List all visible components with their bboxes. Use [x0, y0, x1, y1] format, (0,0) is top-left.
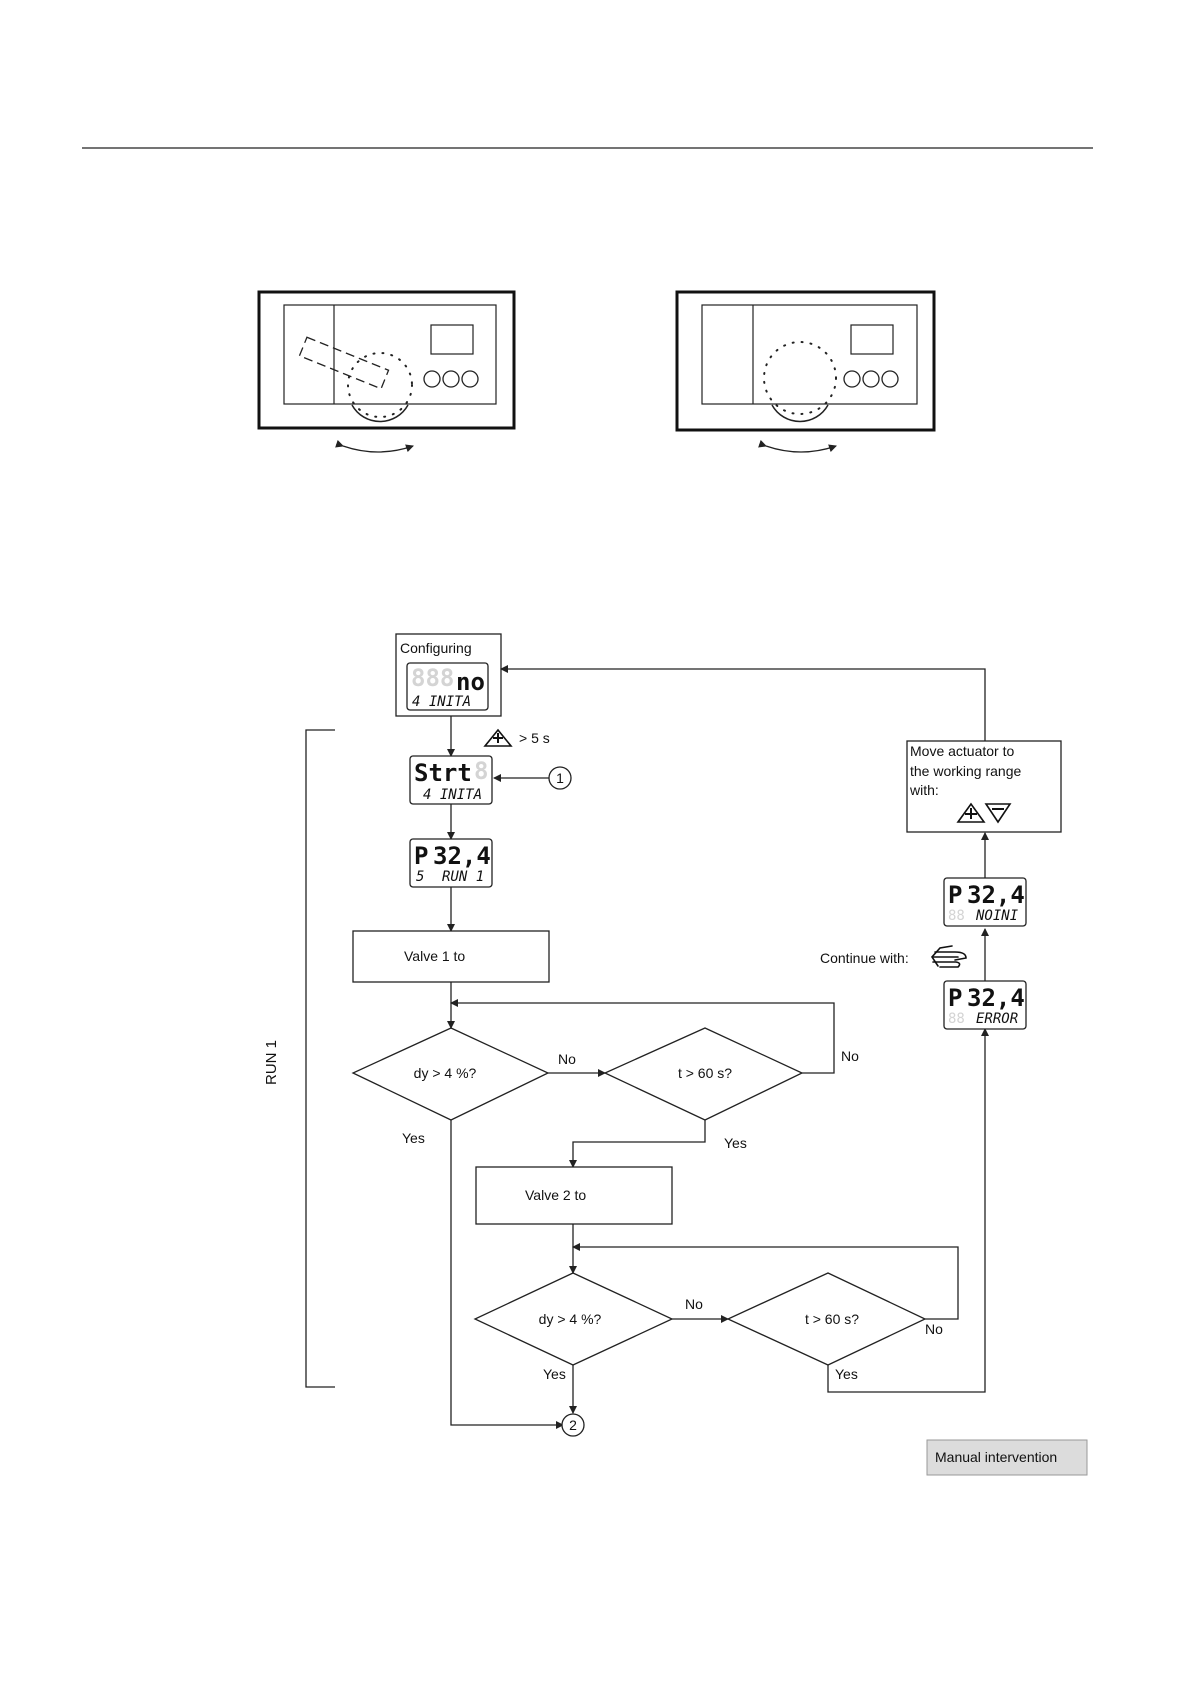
connector-1-label: 1 — [556, 770, 564, 786]
svg-text:888: 888 — [411, 664, 454, 692]
valve1-label: Valve 1 to — [404, 948, 465, 964]
configuring-lcd-value: no — [456, 668, 485, 696]
run1-lcd-value: 32,4 — [433, 842, 491, 870]
start-lcd-value: Strt — [414, 759, 472, 787]
press-duration: > 5 s — [519, 730, 550, 746]
error-lcd: P 32,4 88 ERROR — [944, 981, 1026, 1029]
decision-t-2-label: t > 60 s? — [805, 1311, 859, 1327]
run1-lcd: P 32,4 5 RUN 1 — [410, 839, 492, 887]
legend-manual-label: Manual intervention — [935, 1449, 1057, 1465]
arrow-move-to-configuring — [501, 669, 985, 741]
run1-lcd-text: RUN 1 — [442, 869, 484, 885]
decision-dy-1-label: dy > 4 %? — [414, 1065, 477, 1081]
decision-t-1-label: t > 60 s? — [678, 1065, 732, 1081]
hand-icon — [932, 946, 966, 967]
yes-label-4: Yes — [835, 1366, 858, 1382]
start-lcd-text: 4 INITA — [423, 787, 482, 803]
start-lcd: 8 Strt 4 INITA — [410, 756, 492, 804]
noini-lcd: P 32,4 88 NOINI — [944, 878, 1026, 926]
configuring-lcd-text: 4 INITA — [412, 694, 471, 710]
svg-text:88: 88 — [948, 908, 965, 924]
yes-label-3: Yes — [543, 1366, 566, 1382]
move-actuator-box: Move actuator to the working range with: — [907, 741, 1061, 832]
yes-label-1: Yes — [402, 1130, 425, 1146]
noini-lcd-prefix: P — [948, 881, 962, 909]
move-actuator-line-1: Move actuator to — [910, 743, 1014, 759]
error-lcd-text: ERROR — [976, 1011, 1018, 1027]
error-lcd-prefix: P — [948, 984, 962, 1012]
yes-label-2: Yes — [724, 1135, 747, 1151]
no-label-1: No — [558, 1051, 576, 1067]
no-label-4: No — [925, 1321, 943, 1337]
run-bracket-label: RUN 1 — [263, 1040, 280, 1085]
run1-lcd-prefix: P — [414, 842, 428, 870]
move-actuator-line-3: with: — [909, 782, 939, 798]
no-label-2: No — [841, 1048, 859, 1064]
noini-lcd-value: 32,4 — [967, 881, 1025, 909]
configuring-box: Configuring 888 no 4 INITA — [396, 634, 501, 716]
connector-2-label: 2 — [569, 1417, 577, 1433]
decision-dy-2-label: dy > 4 %? — [539, 1311, 602, 1327]
svg-text:88: 88 — [948, 1011, 965, 1027]
move-actuator-line-2: the working range — [910, 763, 1022, 779]
run1-lcd-small-prefix: 5 — [416, 869, 424, 885]
continue-with: Continue with: — [820, 950, 909, 966]
device-illustration-aligned — [677, 292, 934, 452]
arrow-t1-yes — [573, 1120, 705, 1167]
run-bracket — [306, 730, 335, 1387]
error-lcd-value: 32,4 — [967, 984, 1025, 1012]
plus-key-icon — [485, 730, 511, 746]
configuring-title: Configuring — [400, 640, 472, 656]
valve2-label: Valve 2 to — [525, 1187, 586, 1203]
noini-lcd-text: NOINI — [975, 908, 1019, 924]
no-label-3: No — [685, 1296, 703, 1312]
device-illustration-rotated — [259, 292, 514, 452]
svg-text:8: 8 — [474, 757, 488, 785]
